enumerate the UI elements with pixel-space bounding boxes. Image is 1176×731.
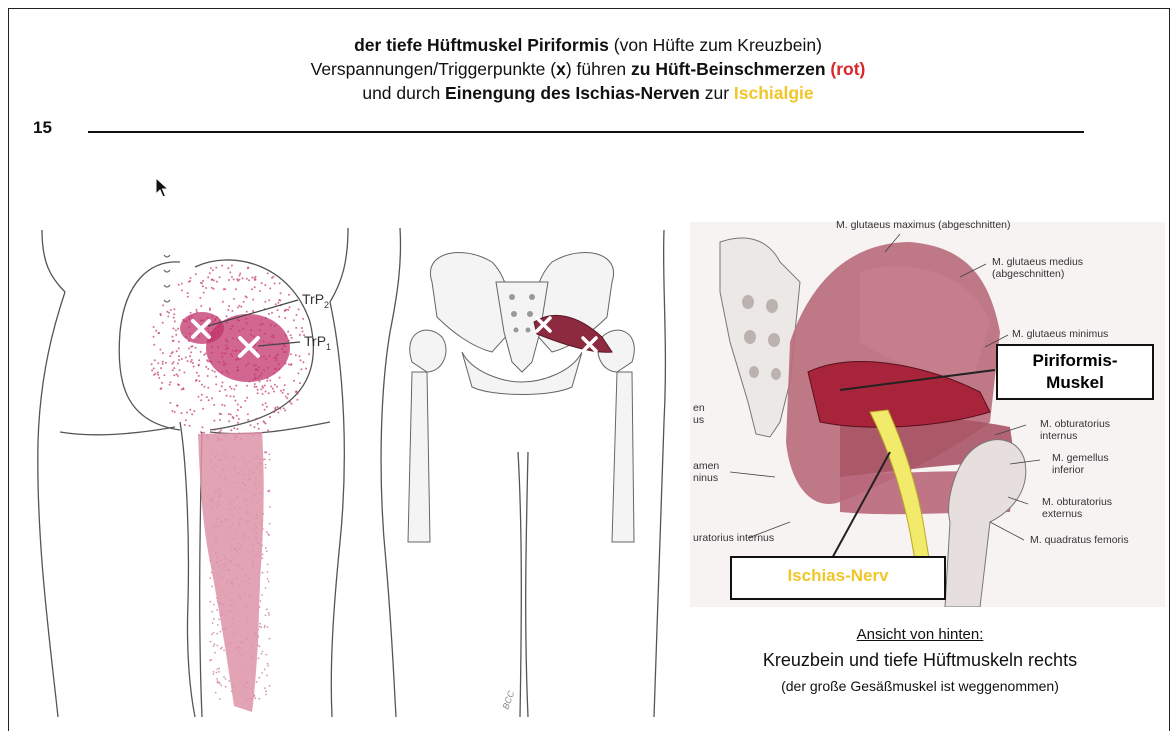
header-ischialgie: Ischialgie [734,83,814,103]
header-line-3: und durch Einengung des Ischias-Nerven z… [0,83,1176,104]
label-glutaeus-medius: M. glutaeus medius [992,256,1083,268]
label-obturatorius-externus-2: externus [1042,508,1082,520]
header-pain: Hüft-Beinschmerzen [655,59,825,79]
header-line-1: der tiefe Hüftmuskel Piriformis (von Hüf… [0,35,1176,56]
piriformis-callout-line1: Piriformis- [998,350,1152,372]
piriformis-callout: Piriformis- Muskel [996,344,1154,400]
label-left-2b: ninus [693,472,718,484]
caption-view: Ansicht von hinten: [720,626,1120,643]
label-gemellus: M. gemellus [1052,452,1109,464]
header-x: x [556,59,566,79]
label-gemellus-2: inferior [1052,464,1084,476]
artist-signature: BCC [500,689,516,711]
trp1-label: TrP1 [304,333,331,352]
label-glutaeus-medius-note: (abgeschnitten) [992,268,1064,280]
label-glutaeus-maximus: M. glutaeus maximus (abgeschnitten) [836,219,1011,231]
header-nerve: Einengung des Ischias-Nerven [445,83,700,103]
anatomy-illustration [690,222,1165,607]
trigger-point-illustration: TrP2 TrP1 [30,222,360,722]
label-left-1a: en [693,402,705,414]
caption-title: Kreuzbein und tiefe Hüftmuskeln rechts [720,650,1120,671]
caption-note: (der große Gesäßmuskel ist weggenommen) [720,678,1120,694]
header-title-rest: (von Hüfte zum Kreuzbein) [609,35,822,55]
label-obturatorius-internus: M. obturatorius [1040,418,1110,430]
header-red-note: (rot) [826,59,866,79]
header-text: Verspannungen/Triggerpunkte ( [311,59,557,79]
ischias-callout: Ischias-Nerv [730,556,946,600]
referral-pain-zone [198,432,264,712]
pelvis-skeleton-illustration: BCC [372,222,672,722]
label-obturatorius-internus-2: internus [1040,430,1077,442]
header-text: und durch [362,83,445,103]
header-line-2: Verspannungen/Triggerpunkte (x) führen z… [0,59,1176,80]
piriformis-callout-line2: Muskel [998,372,1152,394]
header-text: zur [700,83,734,103]
label-left-2a: amen [693,460,719,472]
header-text: ) führen [566,59,631,79]
header-text: zu [631,59,650,79]
header-divider [88,131,1084,133]
label-obturatorius-externus: M. obturatorius [1042,496,1112,508]
mouse-cursor-icon [155,177,171,199]
label-left-3: uratorius internus [693,532,774,544]
pelvis-bones [408,252,634,542]
header-title-bold: der tiefe Hüftmuskel Piriformis [354,35,609,55]
label-quadratus-femoris: M. quadratus femoris [1030,534,1129,546]
slide-number: 15 [33,118,52,138]
trp2-label: TrP2 [302,291,329,310]
label-left-1b: us [693,414,704,426]
label-glutaeus-minimus: M. glutaeus minimus [1012,328,1108,340]
